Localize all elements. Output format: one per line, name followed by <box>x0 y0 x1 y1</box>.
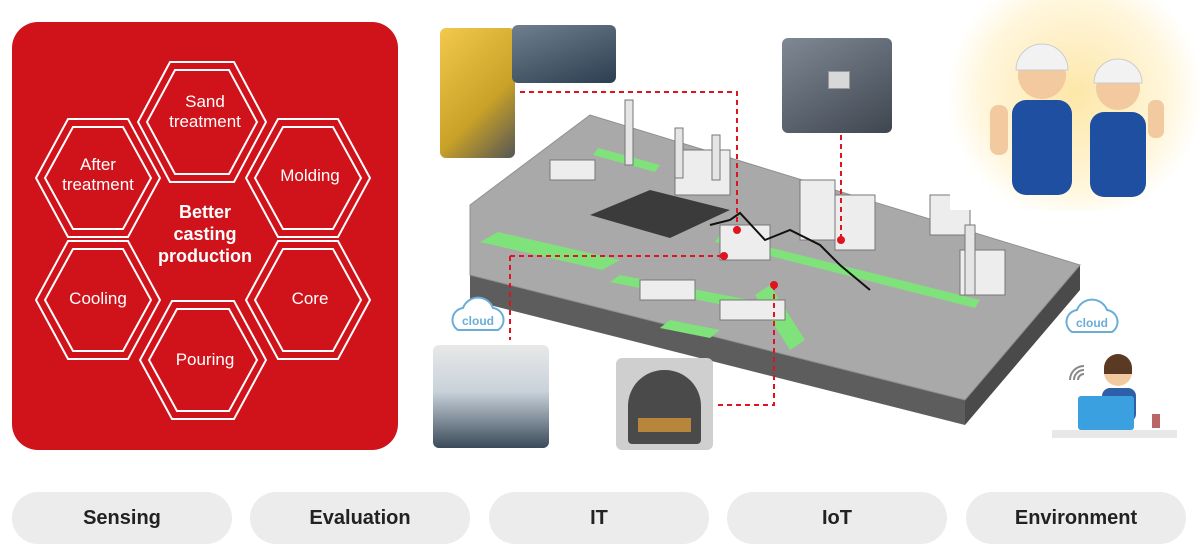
engineer-male-icon <box>990 43 1072 195</box>
category-evaluation: Evaluation <box>250 492 470 544</box>
cloud-label-left: cloud <box>462 314 494 328</box>
label-sand-treatment: Sand treatment <box>169 92 241 131</box>
hexagon-cooling <box>34 240 162 360</box>
factory-diagram: cloud cloud <box>451 91 1119 425</box>
label-core: Core <box>291 289 329 308</box>
category-sensing: Sensing <box>12 492 232 544</box>
workers-photo <box>512 25 616 83</box>
hexagon-pouring <box>138 300 268 420</box>
robot-arm-image <box>440 28 515 158</box>
sensor-points <box>720 226 845 289</box>
engineers-illustration <box>950 0 1200 210</box>
wifi-icon <box>1069 365 1085 381</box>
cloud-left: cloud <box>451 296 505 331</box>
label-molding: Molding <box>280 166 340 185</box>
hexagon-after-treatment <box>34 118 162 238</box>
hexagon-ring <box>34 61 372 420</box>
category-iot: IoT <box>727 492 947 544</box>
engineer-female-icon <box>1090 58 1164 197</box>
process-cycle-panel: Sand treatment Molding Core Pouring Cool… <box>12 22 398 450</box>
sensor-device-photo <box>782 38 892 133</box>
factory-floor <box>469 114 1081 425</box>
remote-worker-illustration <box>1052 350 1177 445</box>
label-cooling: Cooling <box>69 289 127 308</box>
category-environment: Environment <box>966 492 1186 544</box>
sand-mold-sensor-image <box>616 358 713 450</box>
cup-icon <box>1152 414 1160 428</box>
chimneys <box>624 99 976 296</box>
center-title: Better casting production <box>158 202 252 266</box>
cloud-right: cloud <box>1065 298 1119 333</box>
hexagon-core <box>244 240 372 360</box>
hexagon-molding <box>244 118 372 238</box>
cloud-label-right: cloud <box>1076 316 1108 330</box>
control-room-photo <box>433 345 549 448</box>
category-it: IT <box>489 492 709 544</box>
label-after-treatment: After treatment <box>62 155 134 194</box>
pit-area <box>590 190 730 238</box>
sensor-network-line <box>709 211 871 291</box>
hexagon-sand-treatment <box>136 61 268 183</box>
label-pouring: Pouring <box>175 350 235 369</box>
red-connectors <box>509 91 842 406</box>
laptop-icon <box>1078 396 1134 430</box>
